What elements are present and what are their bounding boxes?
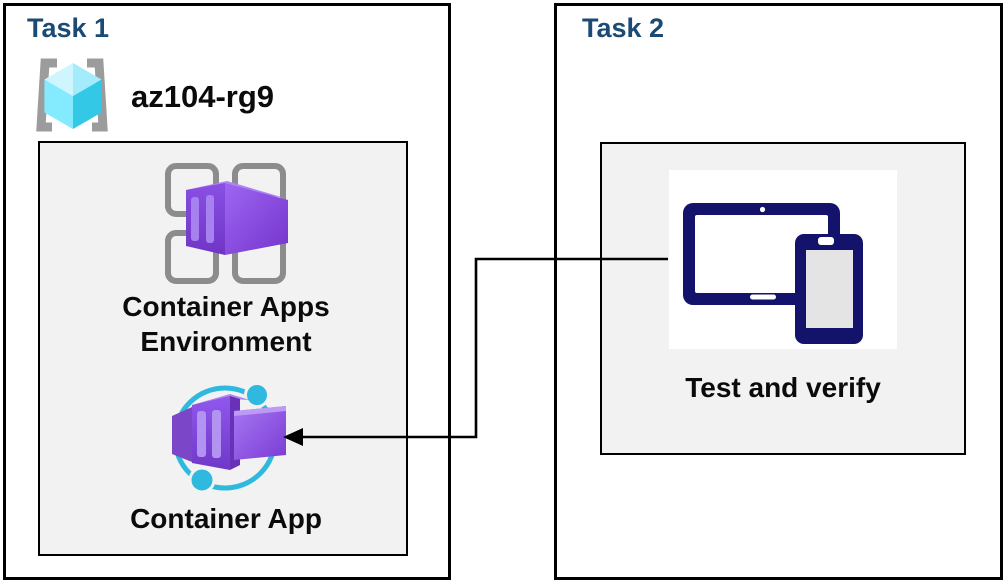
left-bracket — [36, 58, 57, 132]
tablet-phone-icon — [683, 203, 863, 344]
container-apps-environment-icon — [165, 163, 288, 284]
resource-group-icon — [36, 58, 108, 132]
env-label-line1: Container Apps — [122, 291, 330, 322]
container-app-label: Container App — [130, 503, 322, 534]
phone-glyph — [795, 234, 863, 344]
test-and-verify-label: Test and verify — [685, 372, 881, 403]
container-app-icon — [172, 382, 286, 494]
cube-glyph — [44, 63, 102, 129]
node-dot-bottom — [188, 466, 216, 494]
tablet-home-bar — [750, 294, 776, 300]
env-label-line2: Environment — [140, 326, 312, 357]
container-glyph — [172, 394, 286, 470]
tablet-camera-dot — [759, 206, 766, 213]
task1-title: Task 1 — [27, 13, 110, 43]
resource-group-name: az104-rg9 — [131, 79, 275, 114]
node-dot-top — [244, 382, 270, 408]
container-apps-environment-label: Container Apps Environment — [46, 289, 406, 359]
task2-title: Task 2 — [582, 13, 665, 43]
phone-speaker — [818, 237, 834, 245]
container-glyph — [186, 181, 288, 255]
